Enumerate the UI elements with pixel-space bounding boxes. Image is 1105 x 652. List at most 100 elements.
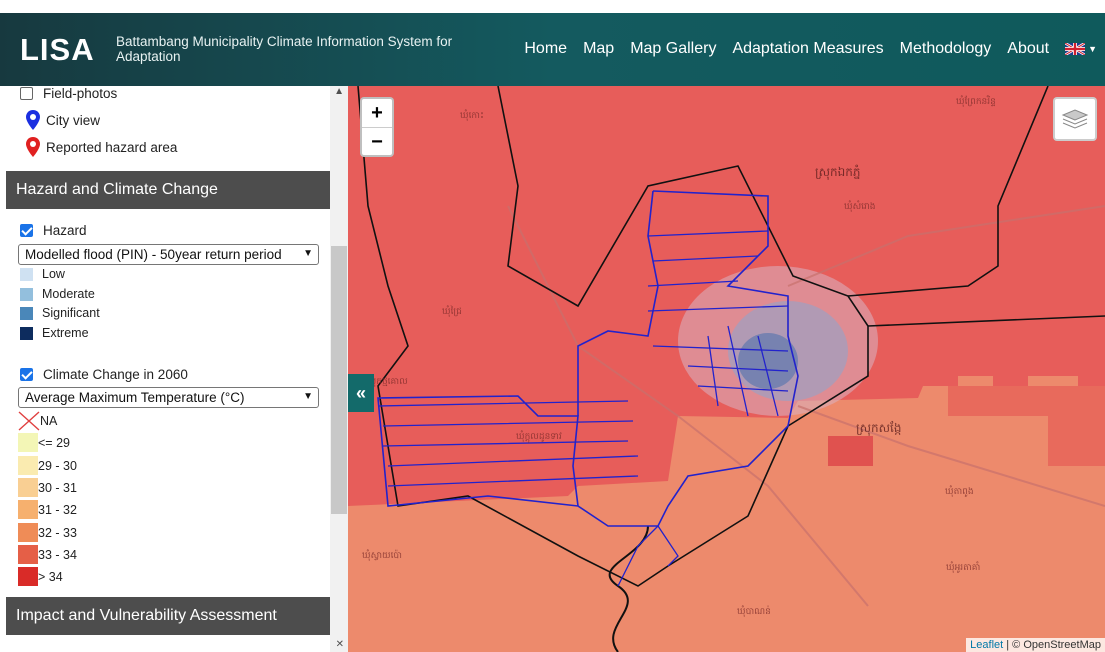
layer-reported-hazard[interactable]: Reported hazard area — [26, 137, 177, 157]
nav-methodology[interactable]: Methodology — [899, 40, 992, 57]
legend-label: Moderate — [42, 287, 95, 301]
commune-boundary — [577, 190, 659, 416]
place-label: ស្រុកឯកភ្នំ — [815, 165, 861, 179]
hazard-section-header[interactable]: Hazard and Climate Change — [6, 171, 330, 209]
place-label: ឃុំជ្រៃ — [442, 306, 462, 316]
legend-swatch — [18, 567, 38, 586]
cross-icon — [18, 411, 40, 431]
place-label: ឃុំព្រែកនរិន្ទ — [956, 96, 996, 106]
temperature-zone — [948, 386, 1105, 466]
legend-label: <= 29 — [38, 435, 70, 450]
scroll-down-icon[interactable]: ✕ — [335, 639, 344, 650]
chevron-down-icon: ▼ — [303, 391, 313, 402]
temperature-zone — [828, 436, 873, 466]
legend-label: NA — [40, 414, 58, 428]
layer-city-view[interactable]: City view — [26, 110, 100, 130]
legend-swatch — [18, 433, 38, 452]
legend-swatch — [20, 306, 33, 320]
legend-swatch — [18, 478, 38, 497]
legend-item: Significant — [20, 306, 100, 320]
map-canvas — [348, 86, 1105, 652]
sidebar-panel: Field-photos City view Reported hazard a… — [0, 86, 348, 652]
uk-flag-icon — [1065, 43, 1086, 55]
legend-label: Significant — [42, 306, 100, 320]
road — [507, 205, 869, 607]
climate-select-value: Average Maximum Temperature (°C) — [25, 390, 245, 405]
legend-item: 32 - 33 — [18, 523, 77, 542]
commune-boundary — [377, 400, 639, 487]
scrollbar-thumb[interactable] — [331, 246, 347, 514]
hazard-select-value: Modelled flood (PIN) - 50year return per… — [25, 247, 282, 262]
nav-map[interactable]: Map — [583, 40, 615, 57]
layer-field-photos[interactable]: Field-photos — [20, 86, 117, 101]
district-border — [357, 86, 869, 587]
legend-item-na: NA — [18, 411, 57, 431]
climate-label: Climate Change in 2060 — [43, 367, 188, 382]
climate-checkbox[interactable] — [20, 368, 33, 381]
map-attribution: Leaflet | © OpenStreetMap — [966, 638, 1105, 652]
nav-home[interactable]: Home — [524, 40, 568, 57]
nav-adaptation-measures[interactable]: Adaptation Measures — [732, 40, 884, 57]
map-view[interactable]: ស្រុកឯកភ្នំ ស្រុកសង្កែ ឃុំកោះ ឃុំជ្រៃ ឃុ… — [348, 86, 1105, 652]
climate-select[interactable]: Average Maximum Temperature (°C) ▼ — [18, 387, 319, 408]
legend-swatch — [20, 287, 33, 301]
legend-swatch — [18, 456, 38, 475]
layers-button[interactable] — [1053, 97, 1097, 141]
place-label: ឃុំតាពូង — [945, 486, 974, 496]
legend-item: 31 - 32 — [18, 500, 77, 519]
zoom-control: + − — [360, 97, 394, 157]
leaflet-link[interactable]: Leaflet — [970, 639, 1004, 651]
legend-label: Extreme — [42, 326, 89, 340]
legend-swatch — [18, 500, 38, 519]
place-label: ឃុំស្វាយប៉ោ — [362, 550, 402, 560]
language-selector[interactable]: ▼ — [1065, 43, 1097, 55]
scroll-up-icon[interactable]: ▲ — [334, 86, 344, 97]
chevron-down-icon: ▼ — [303, 248, 313, 259]
reported-hazard-label: Reported hazard area — [46, 139, 178, 155]
hazard-select[interactable]: Modelled flood (PIN) - 50year return per… — [18, 244, 319, 265]
flood-area — [738, 333, 798, 389]
legend-label: 32 - 33 — [38, 525, 77, 540]
hazard-toggle[interactable]: Hazard — [20, 223, 87, 238]
place-label: ឃុំបាណន់ — [737, 606, 771, 616]
legend-item: > 34 — [18, 567, 63, 586]
place-label: ឃុំក្ដុលដូនទាវ — [516, 431, 562, 441]
temperature-zone — [348, 376, 1105, 652]
legend-label: 33 - 34 — [38, 547, 77, 562]
collapse-sidebar-button[interactable]: « — [348, 374, 374, 412]
site-subtitle: Battambang Municipality Climate Informat… — [116, 34, 453, 64]
place-label: ឃុំអូរតាគាំ — [946, 562, 981, 572]
road — [797, 405, 1105, 507]
layers-icon — [1061, 109, 1089, 129]
legend-item: 29 - 30 — [18, 456, 77, 475]
field-photos-label: Field-photos — [43, 86, 118, 101]
legend-label: > 34 — [38, 569, 63, 584]
climate-toggle[interactable]: Climate Change in 2060 — [20, 367, 188, 382]
commune-boundary — [377, 190, 799, 527]
zoom-in-button[interactable]: + — [371, 102, 383, 124]
place-label: ស្រុកថ្មគោល — [365, 376, 408, 386]
legend-item: 33 - 34 — [18, 545, 77, 564]
district-border — [847, 86, 1049, 297]
commune-boundary — [617, 525, 679, 587]
nav-map-gallery[interactable]: Map Gallery — [630, 40, 717, 57]
zoom-divider — [362, 127, 392, 128]
commune-boundary — [647, 230, 789, 392]
top-navbar: LISA Battambang Municipality Climate Inf… — [0, 13, 1105, 86]
legend-label: Low — [42, 267, 65, 281]
legend-swatch — [18, 523, 38, 542]
hazard-checkbox[interactable] — [20, 224, 33, 237]
place-label: ឃុំកោះ — [460, 110, 484, 120]
field-photos-checkbox[interactable] — [20, 87, 33, 100]
impact-section-header[interactable]: Impact and Vulnerability Assessment — [6, 597, 330, 635]
osm-attribution: | © OpenStreetMap — [1003, 639, 1101, 651]
nav-about[interactable]: About — [1007, 40, 1050, 57]
main-nav: Home Map Map Gallery Adaptation Measures… — [508, 40, 1097, 58]
place-label: ឃុំសំរោង — [844, 201, 876, 211]
sidebar-scrollbar[interactable]: ▲ ✕ — [330, 86, 348, 652]
logo[interactable]: LISA — [20, 32, 95, 67]
zoom-out-button[interactable]: − — [371, 131, 383, 153]
legend-item: Low — [20, 267, 65, 281]
legend-item: Moderate — [20, 287, 95, 301]
legend-swatch — [18, 545, 38, 564]
